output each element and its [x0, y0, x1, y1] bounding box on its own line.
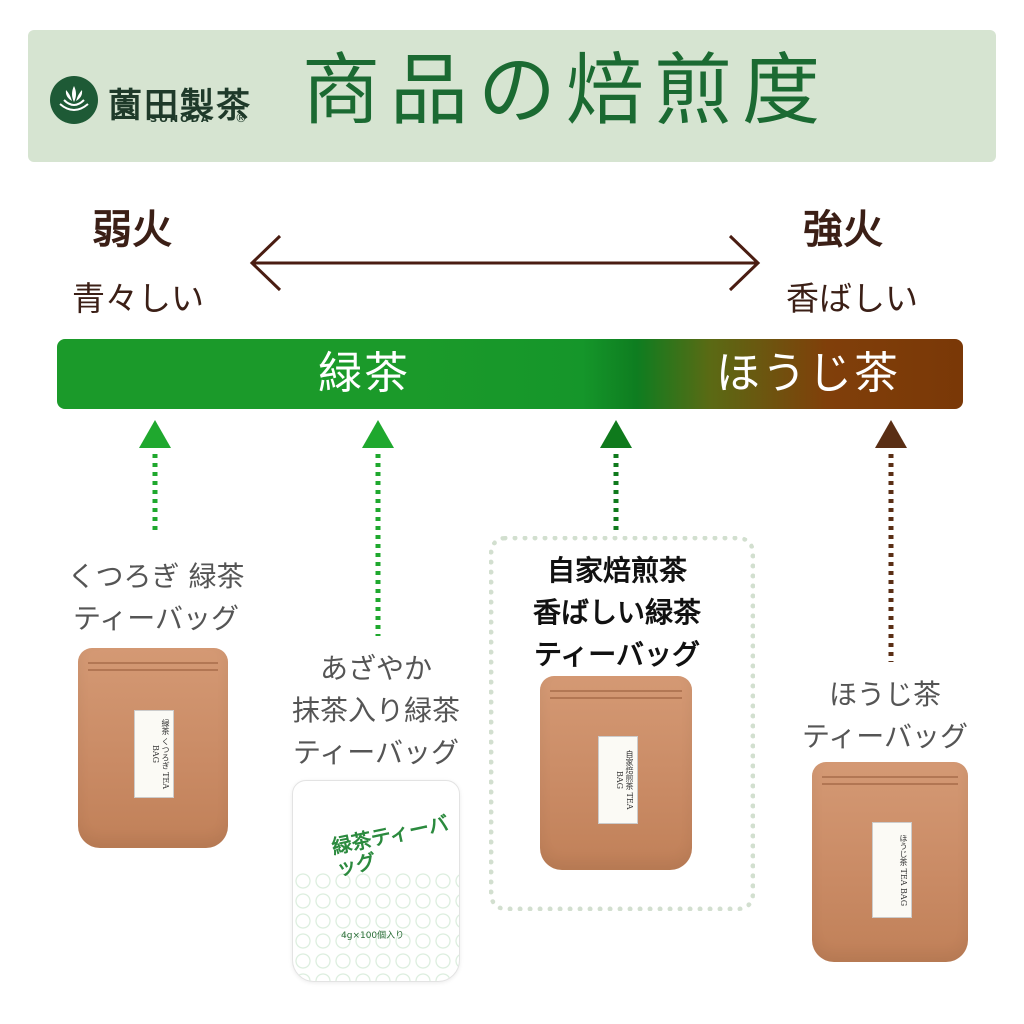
product3-image[interactable]: 自家焙煎茶 TEA BAG: [540, 676, 692, 870]
product1-image[interactable]: 緑茶 くつろぎ TEA BAG: [78, 648, 228, 848]
product4-name: ほうじ茶 ティーバッグ: [801, 678, 969, 753]
product3-arrow-icon: [600, 420, 632, 532]
product4-arrow-icon: [875, 420, 907, 662]
product2-name: あざやか 抹茶入り緑茶 ティーバッグ: [291, 652, 460, 769]
product3-name: 自家焙煎茶 香ばしい緑茶 ティーバッグ: [532, 554, 701, 671]
brand-logo-icon: [50, 76, 98, 124]
green-tea-label: 緑茶: [318, 348, 410, 399]
product2-image[interactable]: 緑茶ティーバッグ 4g×100個入り: [292, 780, 460, 982]
brand-name: 薗田製茶: [108, 86, 252, 126]
featured-product-frame: [489, 536, 755, 911]
high-heat-label: 強火: [803, 207, 883, 253]
product4-image[interactable]: ほうじ茶 TEA BAG: [812, 762, 968, 962]
low-heat-description: 青々しい: [72, 279, 204, 318]
product2-arrow-icon: [362, 420, 394, 636]
roast-gradient-bar: [57, 339, 963, 409]
product1-name: くつろぎ 緑茶 ティーバッグ: [67, 560, 245, 635]
brand-subtitle: SONODA: [150, 114, 211, 125]
page-title: 商品の焙煎度: [302, 46, 831, 136]
high-heat-description: 香ばしい: [786, 279, 918, 318]
product1-arrow-icon: [139, 420, 171, 534]
low-heat-label: 弱火: [92, 207, 172, 253]
double-arrow-icon: [249, 234, 761, 292]
header-banner: [28, 30, 996, 162]
registered-mark: ®: [235, 111, 247, 125]
hojicha-label: ほうじ茶: [716, 348, 900, 399]
